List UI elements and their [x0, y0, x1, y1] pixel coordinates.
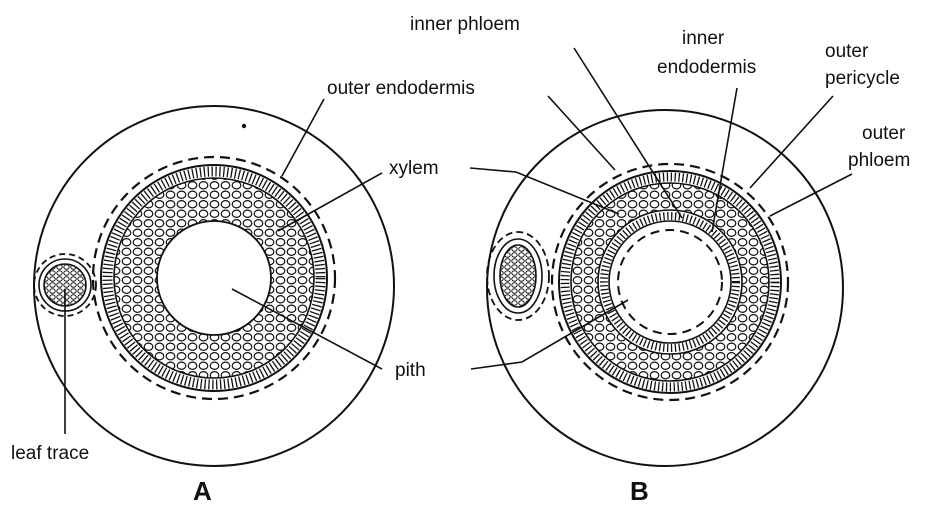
label-outer-phloem-line1: outer [862, 123, 906, 144]
label-pith: pith [395, 360, 426, 381]
panel-b-leaf-trace [487, 232, 549, 320]
label-xylem: xylem [389, 158, 439, 179]
label-inner-endodermis-line1: inner [682, 28, 725, 49]
label-outer-phloem-line2: phloem [848, 150, 910, 171]
panel-b-vascular-ring [559, 171, 781, 393]
panel-b-xylem-leader [470, 168, 619, 214]
label-outer-pericycle-line1: outer [825, 41, 869, 62]
panel-a-letter: A [193, 476, 212, 506]
panel-a-vascular-ring [101, 165, 327, 391]
panel-b: B [470, 48, 852, 506]
label-outer-endodermis: outer endodermis [327, 78, 475, 99]
label-inner-endodermis-line2: endodermis [657, 57, 756, 78]
label-outer-pericycle-line2: pericycle [825, 68, 900, 89]
panel-a-dot [242, 124, 246, 128]
panel-b-outer-endodermis-leader [548, 96, 615, 170]
label-leaf-trace: leaf trace [11, 443, 89, 464]
panel-a-outer-endodermis-leader [282, 99, 324, 176]
panel-b-letter: B [630, 476, 649, 506]
label-inner-phloem: inner phloem [410, 14, 520, 35]
panel-b-outer-phloem-leader [770, 174, 852, 216]
panel-a-xylem-leader [278, 173, 382, 231]
panel-b-outer-pericycle-leader [750, 96, 833, 188]
